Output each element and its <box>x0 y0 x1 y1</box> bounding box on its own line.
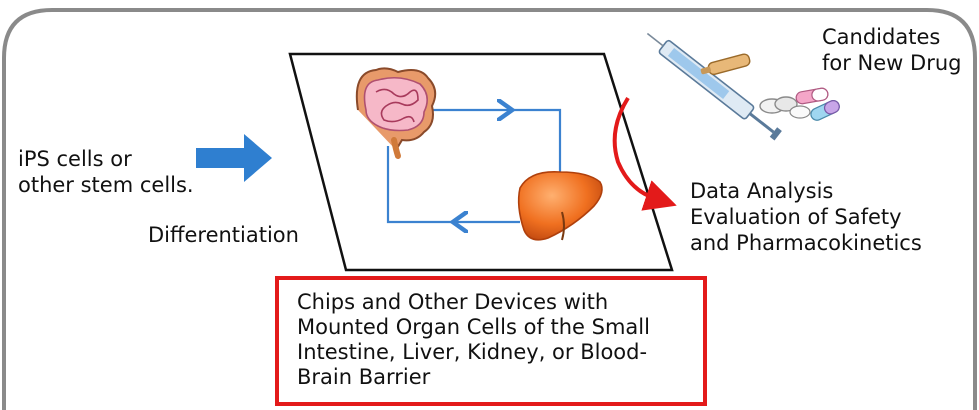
device-line-2: Mounted Organ Cells of the Small <box>297 315 650 340</box>
candidates-line-2: for New Drug <box>822 50 961 76</box>
device-line-4: Brain Barrier <box>297 365 650 390</box>
chip-platform <box>290 54 672 270</box>
device-description: Chips and Other Devices with Mounted Org… <box>297 290 650 390</box>
analysis-label: Data Analysis Evaluation of Safety and P… <box>690 178 922 256</box>
analysis-line-1: Data Analysis <box>690 178 922 204</box>
device-line-1: Chips and Other Devices with <box>297 290 650 315</box>
stem-cells-label: iPS cells or other stem cells. <box>18 146 194 198</box>
stem-cells-line-2: other stem cells. <box>18 172 194 198</box>
stem-cells-line-1: iPS cells or <box>18 146 194 172</box>
pills-icon <box>760 87 841 122</box>
input-arrow <box>196 134 272 182</box>
device-line-3: Intestine, Liver, Kidney, or Blood- <box>297 340 650 365</box>
differentiation-label: Differentiation <box>148 222 299 248</box>
syringe-icon <box>642 27 783 142</box>
candidates-line-1: Candidates <box>822 24 961 50</box>
analysis-line-3: and Pharmacokinetics <box>690 230 922 256</box>
analysis-line-2: Evaluation of Safety <box>690 204 922 230</box>
candidates-label: Candidates for New Drug <box>822 24 961 76</box>
device-highlight-box: Chips and Other Devices with Mounted Org… <box>275 276 707 406</box>
